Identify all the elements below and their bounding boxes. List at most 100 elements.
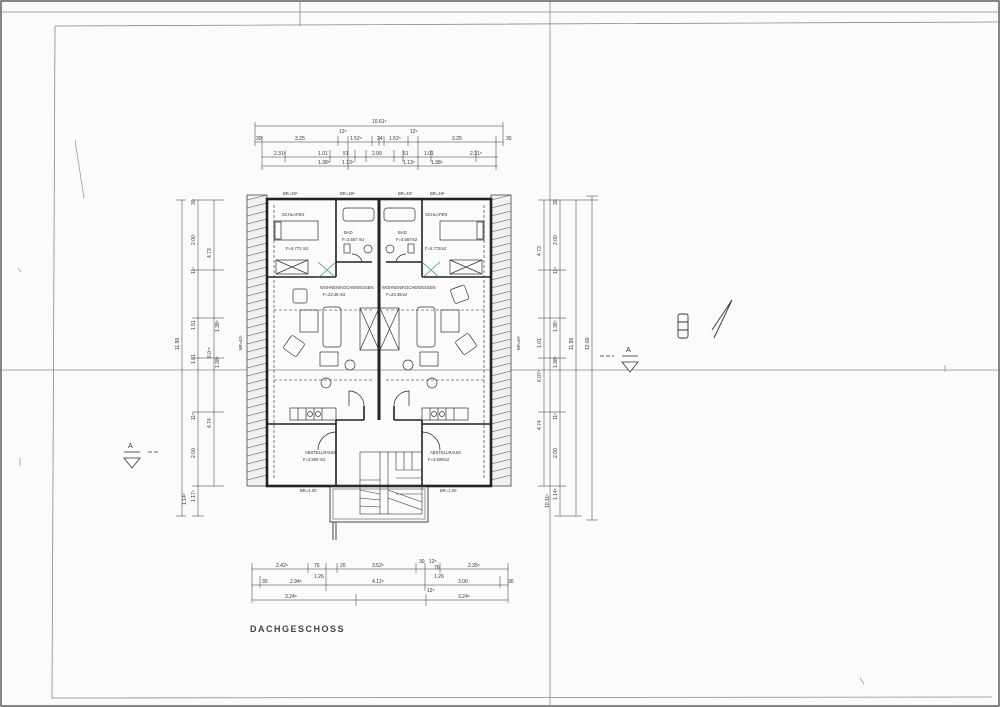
- svg-text:F=3.509m2: F=3.509m2: [428, 457, 450, 462]
- svg-text:1.01: 1.01: [424, 151, 434, 157]
- svg-text:30: 30: [256, 136, 262, 142]
- svg-text:4.12⁵: 4.12⁵: [372, 579, 384, 585]
- entry-porch: [329, 485, 429, 540]
- svg-text:30: 30: [506, 136, 512, 142]
- svg-text:30: 30: [508, 579, 514, 585]
- svg-text:1.14⁵: 1.14⁵: [182, 493, 188, 505]
- floor-plan: [246, 194, 512, 540]
- dimensions-left: [176, 199, 224, 517]
- svg-text:F=23.46 m2: F=23.46 m2: [323, 292, 346, 297]
- dimension-labels-left: 11.99 30 2.00 11⁵ 1.51 1.81 11⁵ 2.00 1.1…: [175, 199, 221, 505]
- room-abstell-right: ABSTELLRAUM: [430, 450, 461, 455]
- svg-text:3.25: 3.25: [295, 136, 305, 142]
- dim-right-overall-1: 11.99: [569, 338, 575, 350]
- door-swings: [317, 261, 441, 279]
- svg-text:A: A: [128, 443, 133, 450]
- dimension-labels-bottom: 2.42⁵ 76 20 3.52⁵ 30 12⁵ 76 2.35⁵ 30 2.9…: [262, 559, 514, 600]
- svg-text:2.94⁵: 2.94⁵: [290, 579, 302, 585]
- room-schlafen-right: SCHLAFEN: [425, 212, 447, 217]
- svg-text:2.42⁵: 2.42⁵: [276, 563, 288, 569]
- dimensions-top: [254, 122, 504, 170]
- shaft: [359, 307, 400, 351]
- dim-top-overall: 10.61⁵: [372, 119, 387, 125]
- dim-right-overall-2: 12.60: [585, 337, 591, 350]
- knee-lines: [273, 205, 485, 480]
- svg-text:1.38⁵: 1.38⁵: [431, 160, 443, 166]
- svg-text:24: 24: [377, 136, 383, 142]
- svg-text:1.38⁵: 1.38⁵: [553, 320, 559, 332]
- svg-text:F=5.772m2: F=5.772m2: [425, 246, 447, 251]
- svg-text:1.52⁵: 1.52⁵: [389, 136, 401, 142]
- dimension-labels-right: 4.73 1.01 6.07⁵ 4.74 1.14⁵ 30 2.00 11⁵ 1…: [537, 199, 591, 508]
- svg-text:1.13⁵: 1.13⁵: [342, 160, 354, 166]
- section-marker-left: A: [123, 443, 160, 469]
- svg-text:3.00: 3.00: [458, 579, 468, 585]
- svg-text:12⁵: 12⁵: [339, 129, 347, 135]
- svg-text:F=5.772 m2: F=5.772 m2: [286, 246, 309, 251]
- svg-text:1.17⁵: 1.17⁵: [191, 490, 197, 502]
- svg-text:2.31⁵: 2.31⁵: [274, 151, 286, 157]
- svg-text:4.74: 4.74: [207, 418, 213, 428]
- svg-text:1.01: 1.01: [537, 338, 543, 348]
- svg-text:A: A: [626, 347, 631, 354]
- dimensions-bottom: [251, 563, 509, 606]
- svg-text:1.38⁵: 1.38⁵: [215, 356, 221, 368]
- room-bad-left: BAD: [344, 230, 353, 235]
- svg-text:2.00: 2.00: [191, 448, 197, 458]
- svg-text:1.38⁵: 1.38⁵: [318, 160, 330, 166]
- svg-text:2.35⁵: 2.35⁵: [468, 563, 480, 569]
- svg-text:1.38⁵: 1.38⁵: [215, 320, 221, 332]
- svg-text:BR=40⁵: BR=40⁵: [398, 191, 413, 196]
- svg-text:20: 20: [340, 563, 346, 569]
- svg-text:3.52⁵: 3.52⁵: [372, 563, 384, 569]
- svg-text:1.13⁵: 1.13⁵: [403, 160, 415, 166]
- svg-text:F=3.567 m2: F=3.567 m2: [342, 237, 365, 242]
- svg-text:30: 30: [262, 579, 268, 585]
- svg-text:BR=40⁵: BR=40⁵: [238, 335, 243, 350]
- svg-text:51: 51: [403, 151, 409, 157]
- svg-text:2.00: 2.00: [191, 235, 197, 245]
- sheet-title: DACHGESCHOSS: [250, 624, 345, 634]
- svg-text:BR=1.00: BR=1.00: [440, 488, 457, 493]
- room-wohnen-right: WOHNEN/KOCHEN/ESSEN: [382, 285, 436, 290]
- svg-text:1.26: 1.26: [434, 574, 444, 580]
- svg-text:F=23.46m2: F=23.46m2: [386, 292, 408, 297]
- svg-text:4.74: 4.74: [537, 420, 543, 430]
- svg-text:3.24⁵: 3.24⁵: [458, 594, 470, 600]
- room-abstell-left: ABSTELLRAUM: [305, 450, 336, 455]
- furniture: [273, 207, 485, 421]
- svg-text:76: 76: [434, 565, 440, 571]
- north-arrow-icon: [677, 299, 733, 339]
- svg-text:12⁵: 12⁵: [427, 588, 435, 594]
- svg-text:10.11⁵: 10.11⁵: [545, 494, 551, 508]
- svg-text:12⁵: 12⁵: [410, 129, 418, 135]
- svg-text:51: 51: [343, 151, 349, 157]
- window-labels: BR=40⁵ BR=19⁵ BR=40⁵ BR=19⁵ BR=1.00 BR=1…: [238, 191, 521, 493]
- svg-text:12⁵: 12⁵: [429, 559, 437, 565]
- svg-text:6.07⁵: 6.07⁵: [537, 370, 543, 382]
- svg-text:BR=19⁵: BR=19⁵: [430, 191, 445, 196]
- staircase: [359, 451, 423, 515]
- svg-text:1.51: 1.51: [191, 320, 197, 330]
- svg-text:76: 76: [314, 563, 320, 569]
- svg-text:30: 30: [553, 199, 559, 205]
- room-wohnen-left: WOHNEN/KOCHEN/ESSEN: [320, 285, 374, 290]
- interior-walls: [267, 199, 491, 486]
- svg-text:11⁵: 11⁵: [191, 413, 197, 420]
- room-labels: SCHLAFEN F=5.772 m2 BAD F=3.567 m2 BAD F…: [282, 212, 461, 462]
- svg-text:BR=40⁵: BR=40⁵: [516, 335, 521, 350]
- dimension-labels-top: 10.61⁵ 30 3.25 12⁵ 1.52⁵ 24 1.52⁵ 12⁵ 3.…: [256, 119, 512, 166]
- section-marker-right: A: [600, 347, 639, 373]
- svg-text:BR=1.00: BR=1.00: [300, 488, 317, 493]
- svg-text:30: 30: [191, 199, 197, 205]
- svg-text:11⁵: 11⁵: [553, 267, 559, 274]
- svg-text:BR=40⁵: BR=40⁵: [283, 191, 298, 196]
- svg-text:2.00: 2.00: [553, 235, 559, 245]
- svg-text:11⁵: 11⁵: [191, 267, 197, 274]
- door-arcs: [317, 253, 441, 451]
- svg-text:1.81: 1.81: [191, 354, 197, 364]
- svg-text:1.26: 1.26: [314, 574, 324, 580]
- svg-text:1.01: 1.01: [318, 151, 328, 157]
